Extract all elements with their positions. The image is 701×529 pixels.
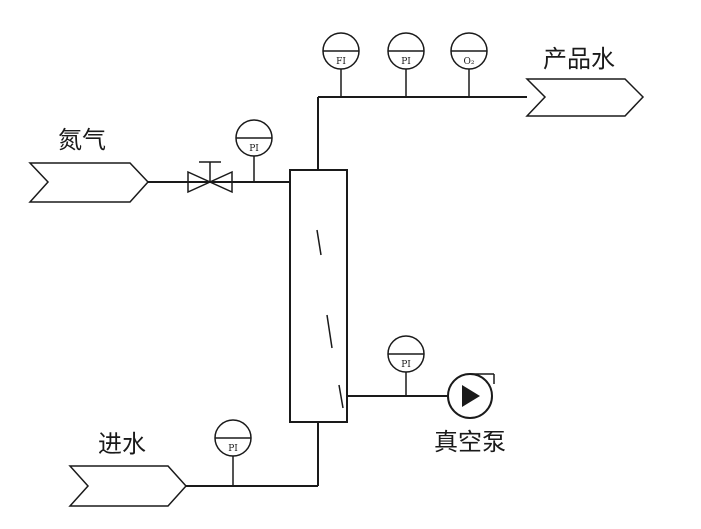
product-pi-label: PI — [401, 57, 411, 67]
inlet-pressure-indicator: PI — [214, 419, 252, 457]
product-water-label: 产品水 — [543, 45, 615, 73]
vacuum-pump-icon — [447, 373, 495, 419]
fi-label: FI — [336, 57, 346, 67]
inlet-water-label: 进水 — [98, 430, 146, 458]
inlet-pi-label: PI — [228, 444, 238, 454]
product-water-arrow — [525, 78, 645, 117]
vacuum-pressure-indicator: PI — [387, 335, 425, 373]
nitrogen-label: 氮气 — [58, 126, 106, 154]
product-pressure-indicator: PI — [387, 32, 425, 70]
column-mark-2 — [326, 314, 333, 349]
nitrogen-valve-icon — [187, 161, 233, 194]
flow-indicator: FI — [322, 32, 360, 70]
inlet-water-arrow — [68, 465, 188, 507]
nitrogen-pressure-indicator: PI — [235, 119, 273, 157]
column-mark-1 — [316, 229, 322, 256]
nitrogen-inlet-arrow — [28, 162, 150, 203]
vacuum-pump-label: 真空泵 — [434, 428, 506, 456]
membrane-column — [289, 169, 348, 423]
oxygen-analyzer: O₂ — [450, 32, 488, 70]
oxygen-label: O₂ — [464, 57, 475, 67]
column-mark-3 — [338, 384, 344, 409]
vacuum-pi-label: PI — [401, 360, 411, 370]
nitrogen-pi-label: PI — [249, 144, 259, 154]
